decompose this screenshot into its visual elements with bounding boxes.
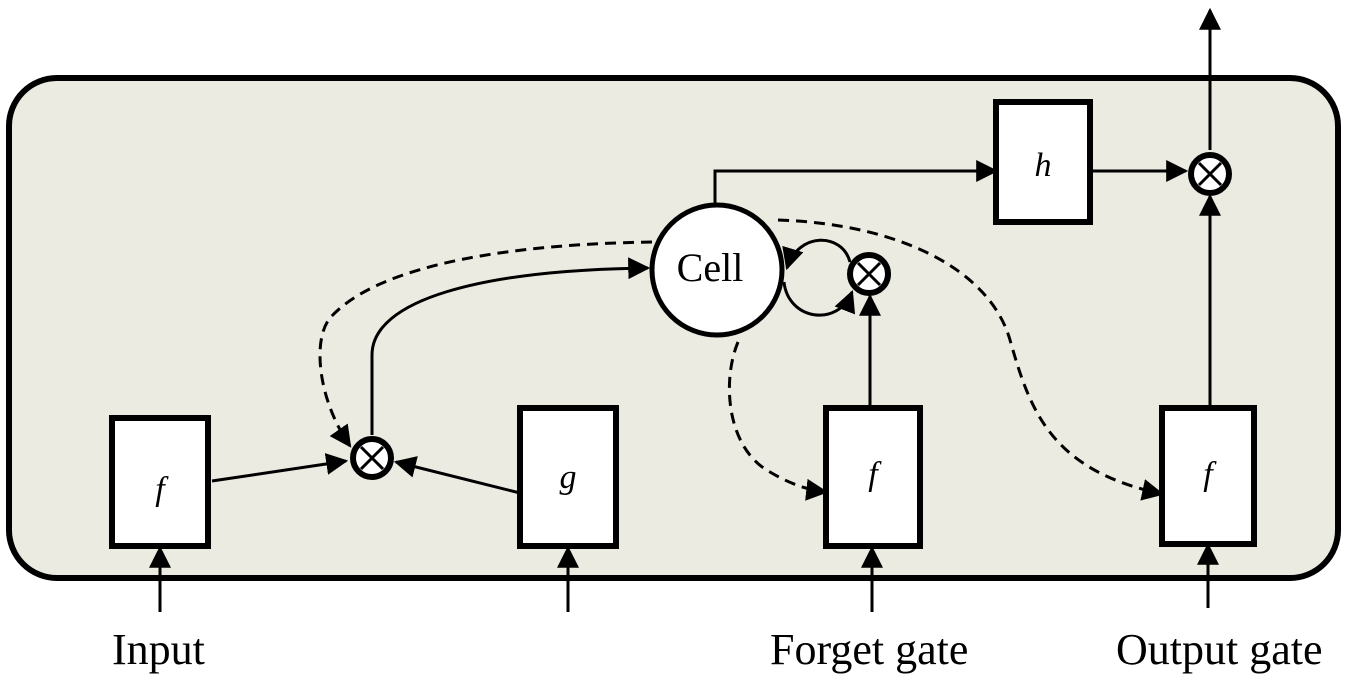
- edge-input-f-to-multiply: [211, 453, 349, 483]
- peephole-cell-to-forget-f: [727, 341, 829, 501]
- output-multiply-node: [1188, 152, 1232, 196]
- edge-cell-to-h: [713, 160, 999, 205]
- h-activation-box: [993, 99, 1093, 225]
- output-gate-box: [1159, 405, 1257, 547]
- edge-g-to-multiply: [393, 456, 521, 495]
- input-g-label: g: [560, 459, 577, 496]
- input-multiply-node: [350, 436, 394, 480]
- forget-gate-box: [823, 405, 923, 549]
- input-activation-box: [109, 415, 211, 549]
- cell-label: Cell: [677, 245, 744, 290]
- output-gate-caption: Output gate: [1116, 625, 1323, 674]
- h-activation-label: h: [1035, 147, 1052, 184]
- peephole-cell-to-input-multiply: [318, 240, 653, 448]
- edge-forget-multiply-to-cell: [782, 238, 852, 271]
- peephole-cell-to-output-f: [777, 218, 1165, 501]
- input-g-box: [517, 405, 619, 549]
- edge-cell-to-forget-multiply: [782, 281, 856, 317]
- cell-node: [649, 202, 785, 338]
- input-label: Input: [112, 625, 205, 674]
- forget-multiply-node: [847, 252, 891, 296]
- forget-gate-caption: Forget gate: [770, 625, 969, 674]
- edge-multiply-to-cell: [370, 257, 651, 435]
